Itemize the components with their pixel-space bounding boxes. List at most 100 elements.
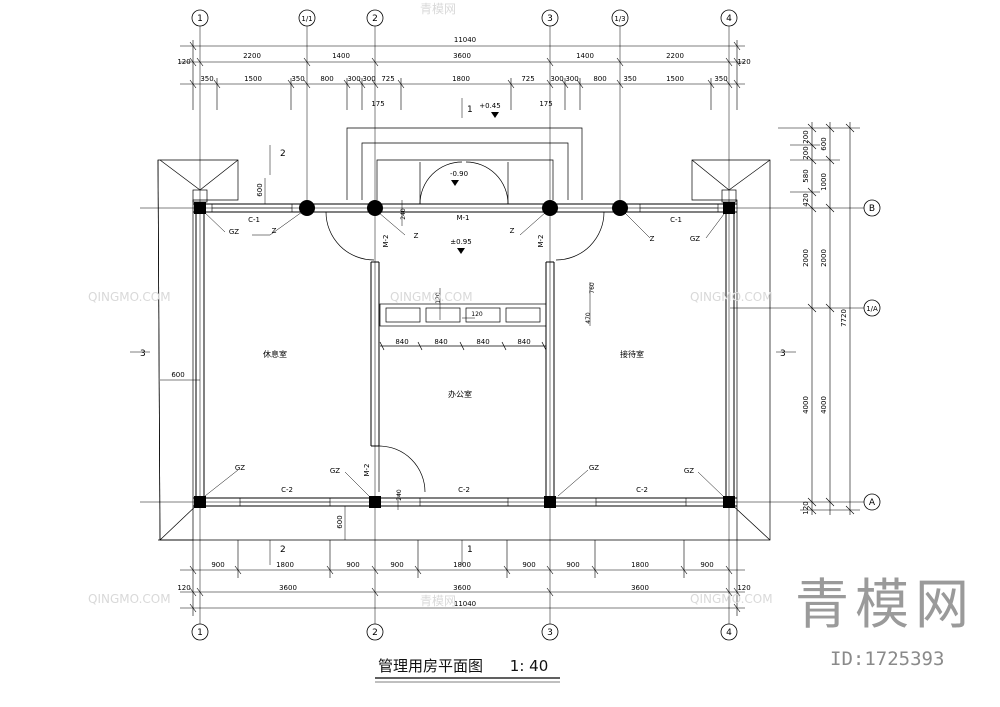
bottom-dimensions xyxy=(180,540,745,616)
dim-bot-5: 1800 xyxy=(453,561,471,569)
axis-label-B: B xyxy=(869,204,875,214)
dim-470: 470 xyxy=(585,312,592,324)
dim-bot-8: 1800 xyxy=(631,561,649,569)
axis-label-A: A xyxy=(869,498,876,508)
dim-top-5: 1400 xyxy=(576,52,594,60)
axis-label-4: 4 xyxy=(726,14,732,24)
dim-shelf-1: 840 xyxy=(395,338,408,346)
label-z-3: Z xyxy=(510,227,515,235)
label-gz-3: GZ xyxy=(235,464,245,472)
dim-bot-3: 900 xyxy=(346,561,359,569)
label-gz-6: GZ xyxy=(684,467,694,475)
axis-label-1-A: 1/A xyxy=(866,305,878,313)
dim-right-5: 2000 xyxy=(802,249,810,267)
axis-bubbles-top xyxy=(191,9,738,27)
watermark-tile: QINGMO.COM xyxy=(88,290,171,304)
label-z-1: Z xyxy=(272,227,277,235)
dim-bot-9: 900 xyxy=(700,561,713,569)
dim-right-1: 200 xyxy=(802,130,810,143)
dim-right-4: 420 xyxy=(802,193,810,206)
dim-bot-7: 900 xyxy=(566,561,579,569)
label-c2-center: C-2 xyxy=(458,486,470,494)
section-1-bottom: 1 xyxy=(467,545,473,555)
dim-600-top: 600 xyxy=(256,183,264,196)
dim-right2-1: 600 xyxy=(820,137,828,150)
dim-right-total: 7720 xyxy=(840,309,848,327)
dim-top2-13: 350 xyxy=(623,75,636,83)
watermark-tile: QINGMO.COM xyxy=(390,290,473,304)
dim-top2-14: 1500 xyxy=(666,75,684,83)
shelf-units xyxy=(379,303,547,351)
dim-top-2: 2200 xyxy=(243,52,261,60)
dim-top2-6: 300 xyxy=(362,75,375,83)
dim-240-bottom: 240 xyxy=(396,489,403,501)
label-c2-right: C-2 xyxy=(636,486,648,494)
label-c2-left: C-2 xyxy=(281,486,293,494)
elev-outside: +0.45 xyxy=(479,102,500,110)
axis-label-2: 2 xyxy=(372,14,378,24)
dim-175-left: 175 xyxy=(371,100,384,108)
dim-top2-15: 350 xyxy=(714,75,727,83)
drawing-scale: 1: 40 xyxy=(509,657,549,675)
label-m2-office: M-2 xyxy=(363,463,371,476)
dim-top2-12: 800 xyxy=(593,75,606,83)
dim-overall-bottom: 11040 xyxy=(454,600,476,608)
elev-porch: -0.90 xyxy=(450,170,468,178)
dim-top-6: 2200 xyxy=(666,52,684,60)
dim-top-3: 1400 xyxy=(332,52,350,60)
label-gz-5: GZ xyxy=(589,464,599,472)
right-dimensions xyxy=(778,122,860,515)
dim-bot2-4: 3600 xyxy=(631,584,649,592)
axis-label-1-3: 1/3 xyxy=(614,15,625,23)
dim-top2-1: 350 xyxy=(200,75,213,83)
brand-logo: 青模网 xyxy=(795,573,975,636)
dim-bot2-1: 120 xyxy=(177,584,190,592)
section-2-top: 2 xyxy=(280,149,286,159)
dim-bot2-5: 120 xyxy=(737,584,750,592)
dim-right-6: 4000 xyxy=(802,396,810,414)
dim-bot2-2: 3600 xyxy=(279,584,297,592)
dim-top2-11: 300 xyxy=(565,75,578,83)
dim-right-3: 580 xyxy=(802,169,810,182)
dim-120-shelf-v: 120 xyxy=(435,292,442,304)
image-id: ID:1725393 xyxy=(830,648,945,670)
dim-right-2: 200 xyxy=(802,146,810,159)
dim-right2-2: 1000 xyxy=(820,173,828,191)
grid-lines xyxy=(140,26,864,624)
dim-shelf-3: 840 xyxy=(476,338,489,346)
label-gz-2: GZ xyxy=(690,235,700,243)
dim-right2-3: 2000 xyxy=(820,249,828,267)
roof-outline xyxy=(157,127,771,541)
section-1-top: 1 xyxy=(467,105,473,115)
dim-top2-2: 1500 xyxy=(244,75,262,83)
elev-inside: ±0.95 xyxy=(450,238,471,246)
dim-top2-7: 725 xyxy=(381,75,394,83)
dim-shelf-4: 840 xyxy=(517,338,530,346)
door-m1 xyxy=(419,161,509,205)
watermark-tile: QINGMO.COM xyxy=(690,592,773,606)
room-rest: 休息室 xyxy=(263,349,287,359)
dim-240-top: 240 xyxy=(400,208,407,220)
room-reception: 接待室 xyxy=(620,349,644,359)
dim-bot-1: 900 xyxy=(211,561,224,569)
label-z-4: Z xyxy=(650,235,655,243)
label-m2-left: M-2 xyxy=(382,234,390,247)
label-gz-4: GZ xyxy=(330,467,340,475)
dim-bot-2: 1800 xyxy=(276,561,294,569)
axis-label-bottom-4: 4 xyxy=(726,628,732,638)
axis-label-bottom-1: 1 xyxy=(197,628,203,638)
axis-label-1: 1 xyxy=(197,14,203,24)
window-c1 xyxy=(211,203,719,213)
dim-top2-4: 800 xyxy=(320,75,333,83)
dim-shelf-2: 840 xyxy=(434,338,447,346)
axis-label-bottom-3: 3 xyxy=(547,628,553,638)
dim-bot-6: 900 xyxy=(522,561,535,569)
dim-600-left: 600 xyxy=(171,371,184,379)
dim-top2-8: 1800 xyxy=(452,75,470,83)
axis-bubbles-right xyxy=(863,199,881,511)
top-dimensions xyxy=(180,40,745,110)
label-m2-right: M-2 xyxy=(537,234,545,247)
room-office: 办公室 xyxy=(448,389,472,399)
dim-top2-9: 725 xyxy=(521,75,534,83)
